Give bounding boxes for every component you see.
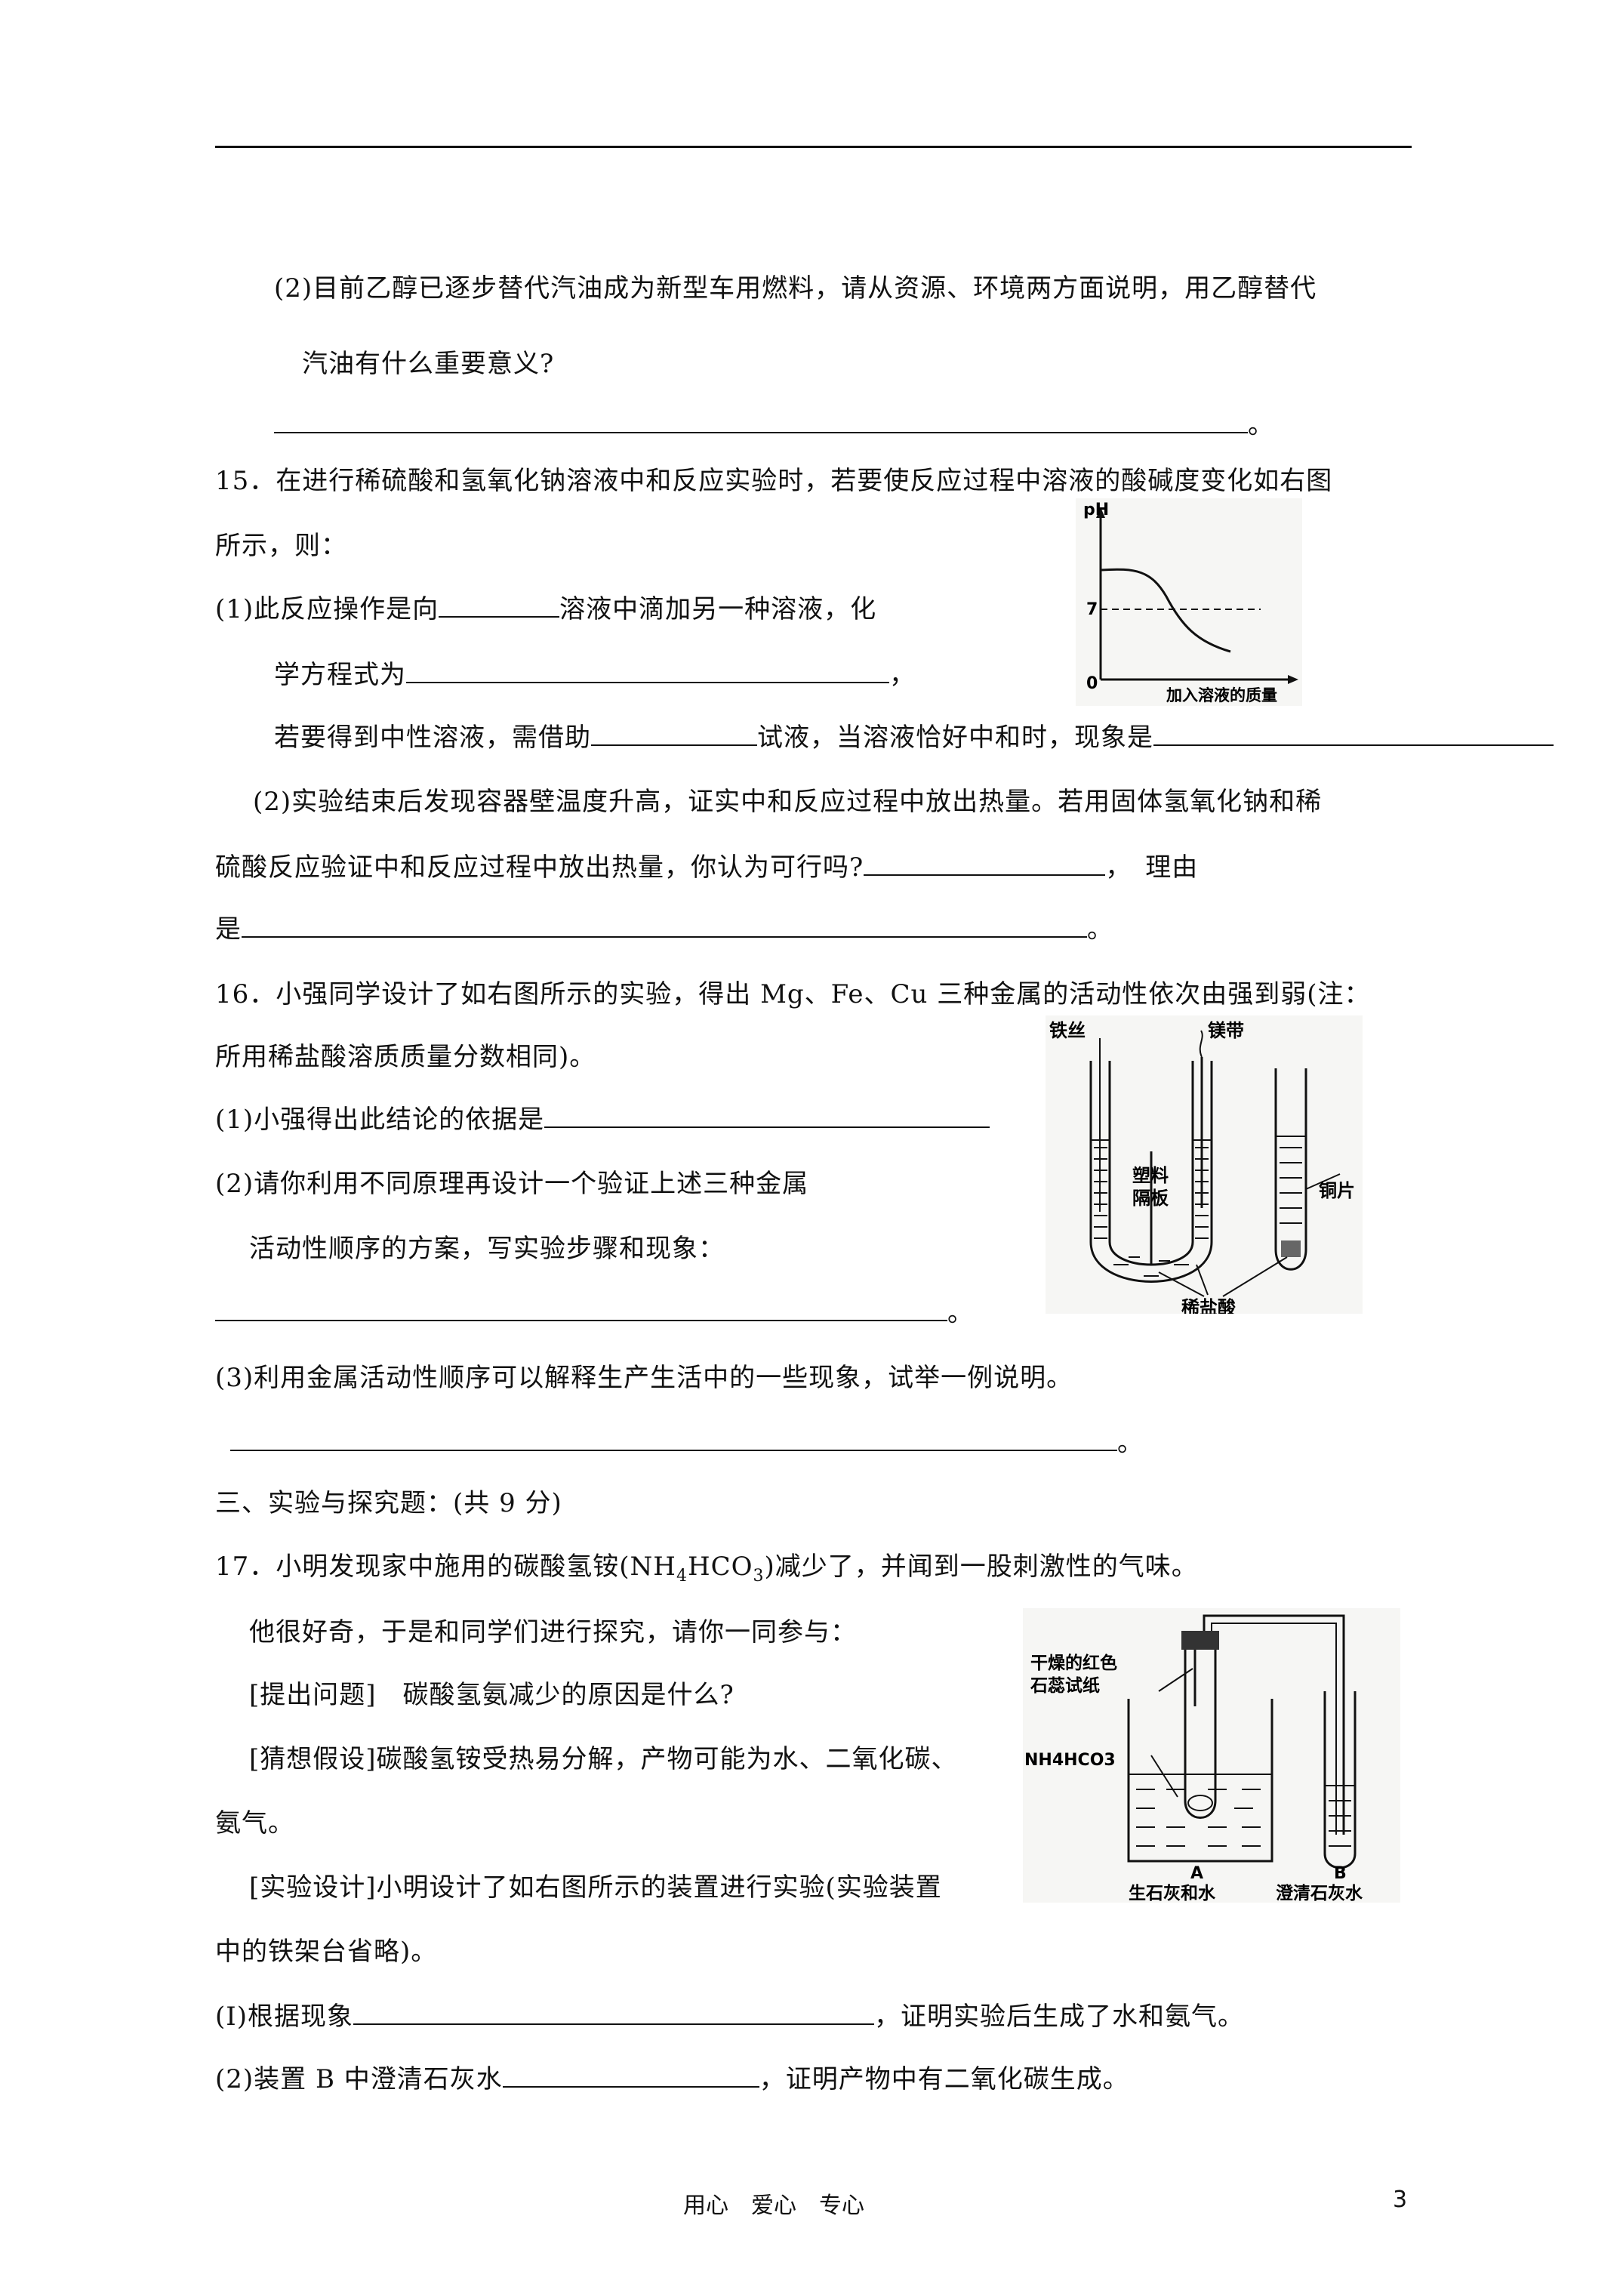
- q16-label-mg: 镁带: [1208, 1020, 1244, 1041]
- q17-label-paper-1: 干燥的红色: [1030, 1653, 1117, 1673]
- q17-line7: 中的铁架台省略)。: [215, 1937, 438, 1967]
- q17-phenomenon-blank[interactable]: [353, 2001, 874, 2025]
- q16-part2-line1: (2)请你利用不同原理再设计一个验证上述三种金属: [215, 1169, 809, 1199]
- header-rule: [215, 146, 1412, 148]
- q15-part2-line2: 硫酸反应验证中和反应过程中放出热量，你认为可行吗?， 理由: [215, 852, 1199, 883]
- q17-line4: [猜想假设]碳酸氢铵受热易分解，产物可能为水、二氧化碳、: [249, 1744, 958, 1774]
- q16-plan-blank[interactable]: [215, 1297, 947, 1321]
- q16-line2: 所用稀盐酸溶质质量分数相同)。: [215, 1042, 596, 1072]
- q16-line1: 16．小强同学设计了如右图所示的实验，得出 Mg、Fe、Cu 三种金属的活动性依…: [215, 979, 1371, 1009]
- q17-stopper: [1181, 1631, 1219, 1650]
- q17-heated-tube: [1184, 1642, 1217, 1819]
- footer-motto: 用心 爱心 专心: [683, 2193, 864, 2219]
- q16-label-copper: 铜片: [1319, 1180, 1355, 1201]
- q15-tick-7: 7: [1086, 600, 1098, 619]
- q17-label-paper-2: 石蕊试纸: [1030, 1675, 1100, 1696]
- q15-x-label: 加入溶液的质量: [1166, 686, 1277, 704]
- q16-part3: (3)利用金属活动性顺序可以解释生产生活中的一些现象，试举一例说明。: [215, 1363, 1073, 1393]
- q15-reason-blank[interactable]: [242, 914, 1087, 938]
- q15-y-label: pH: [1083, 501, 1109, 519]
- q14-part2-line1: (2)目前乙醇已逐步替代汽油成为新型车用燃料，请从资源、环境两方面说明，用乙醇替…: [274, 273, 1317, 304]
- q15-origin-label: 0: [1086, 674, 1098, 693]
- q15-line1: 15．在进行稀硫酸和氢氧化钠溶液中和反应实验时，若要使反应过程中溶液的酸碱度变化…: [215, 466, 1333, 496]
- q17-line1: 17．小明发现家中施用的碳酸氢铵(NH4HCO3)减少了，并闻到一股刺激性的气味…: [215, 1552, 1198, 1586]
- q17-line6: [实验设计]小明设计了如右图所示的装置进行实验(实验装置: [249, 1872, 942, 1903]
- q17-label-b: B: [1334, 1864, 1347, 1883]
- q15-indicator-blank[interactable]: [591, 722, 757, 746]
- q17-beaker-a: [1127, 1699, 1273, 1863]
- page-number: 3: [1393, 2187, 1408, 2213]
- q16-label-divider-2: 隔板: [1132, 1188, 1169, 1209]
- q16-copper-piece: [1281, 1240, 1301, 1257]
- q17-label-nh4hco3: NH4HCO3: [1024, 1751, 1116, 1770]
- q15-phenomenon-blank[interactable]: [1153, 722, 1554, 746]
- q15-part2-line3: 是。: [215, 914, 1113, 945]
- q15-solution-blank[interactable]: [439, 593, 560, 618]
- q15-line2: 所示，则：: [215, 531, 347, 561]
- q16-label-iron: 铁丝: [1049, 1020, 1086, 1041]
- q17-label-clear-lime: 澄清石灰水: [1276, 1883, 1363, 1903]
- q17-part2: (2)装置 B 中澄清石灰水，证明产物中有二氧化碳生成。: [215, 2063, 1129, 2094]
- q15-part1-line3: 若要得到中性溶液，需借助试液，当溶液恰好中和时，现象是: [274, 722, 1554, 753]
- q16-part1: (1)小强得出此结论的依据是: [215, 1104, 990, 1135]
- q16-example-blank[interactable]: [230, 1427, 1117, 1451]
- q17-label-a: A: [1190, 1864, 1203, 1883]
- q16-apparatus-figure: 铁丝 镁带 塑料 隔板 铜片 稀盐酸: [1046, 1015, 1363, 1314]
- q16-part2-answer: 。: [215, 1297, 974, 1328]
- q16-label-acid: 稀盐酸: [1181, 1297, 1236, 1314]
- q17-tube-b: [1323, 1691, 1357, 1869]
- q14-answer-line: 。: [274, 409, 1274, 440]
- q14-answer-blank[interactable]: [274, 409, 1248, 433]
- q17-label-lime-water: 生石灰和水: [1129, 1883, 1216, 1903]
- q16-part2-line2: 活动性顺序的方案，写实验步骤和现象：: [249, 1234, 725, 1264]
- section3-title: 三、实验与探究题：(共 9 分): [215, 1488, 562, 1518]
- q14-part2-line2: 汽油有什么重要意义?: [302, 349, 555, 379]
- q17-limewater-blank[interactable]: [502, 2063, 759, 2088]
- q15-equation-blank[interactable]: [406, 659, 889, 683]
- q17-apparatus-figure: 干燥的红色 石蕊试纸 NH4HCO3 A B 生石灰和水 澄清石灰水: [1023, 1608, 1400, 1903]
- q16-basis-blank[interactable]: [544, 1104, 990, 1128]
- q15-ph-figure: pH 7 0 加入溶液的质量: [1076, 498, 1302, 706]
- q15-part1-line1: (1)此反应操作是向溶液中滴加另一种溶液，化: [215, 593, 877, 624]
- q17-line3: [提出问题] 碳酸氢氨减少的原因是什么?: [249, 1680, 735, 1710]
- q17-line2: 他很好奇，于是和同学们进行探究，请你一同参与：: [249, 1617, 857, 1647]
- q17-part1: (I)根据现象，证明实验后生成了水和氨气。: [215, 2001, 1244, 2032]
- q16-part3-answer: 。: [230, 1427, 1144, 1458]
- q15-part2-line1: (2)实验结束后发现容器壁温度升高，证实中和反应过程中放出热量。若用固体氢氧化钠…: [253, 787, 1323, 817]
- q16-label-divider-1: 塑料: [1132, 1165, 1169, 1186]
- q15-ph-curve: [1100, 568, 1231, 653]
- q15-feasible-blank[interactable]: [864, 852, 1106, 876]
- q17-line5: 氨气。: [215, 1808, 294, 1838]
- q15-part1-line2: 学方程式为，: [274, 659, 916, 690]
